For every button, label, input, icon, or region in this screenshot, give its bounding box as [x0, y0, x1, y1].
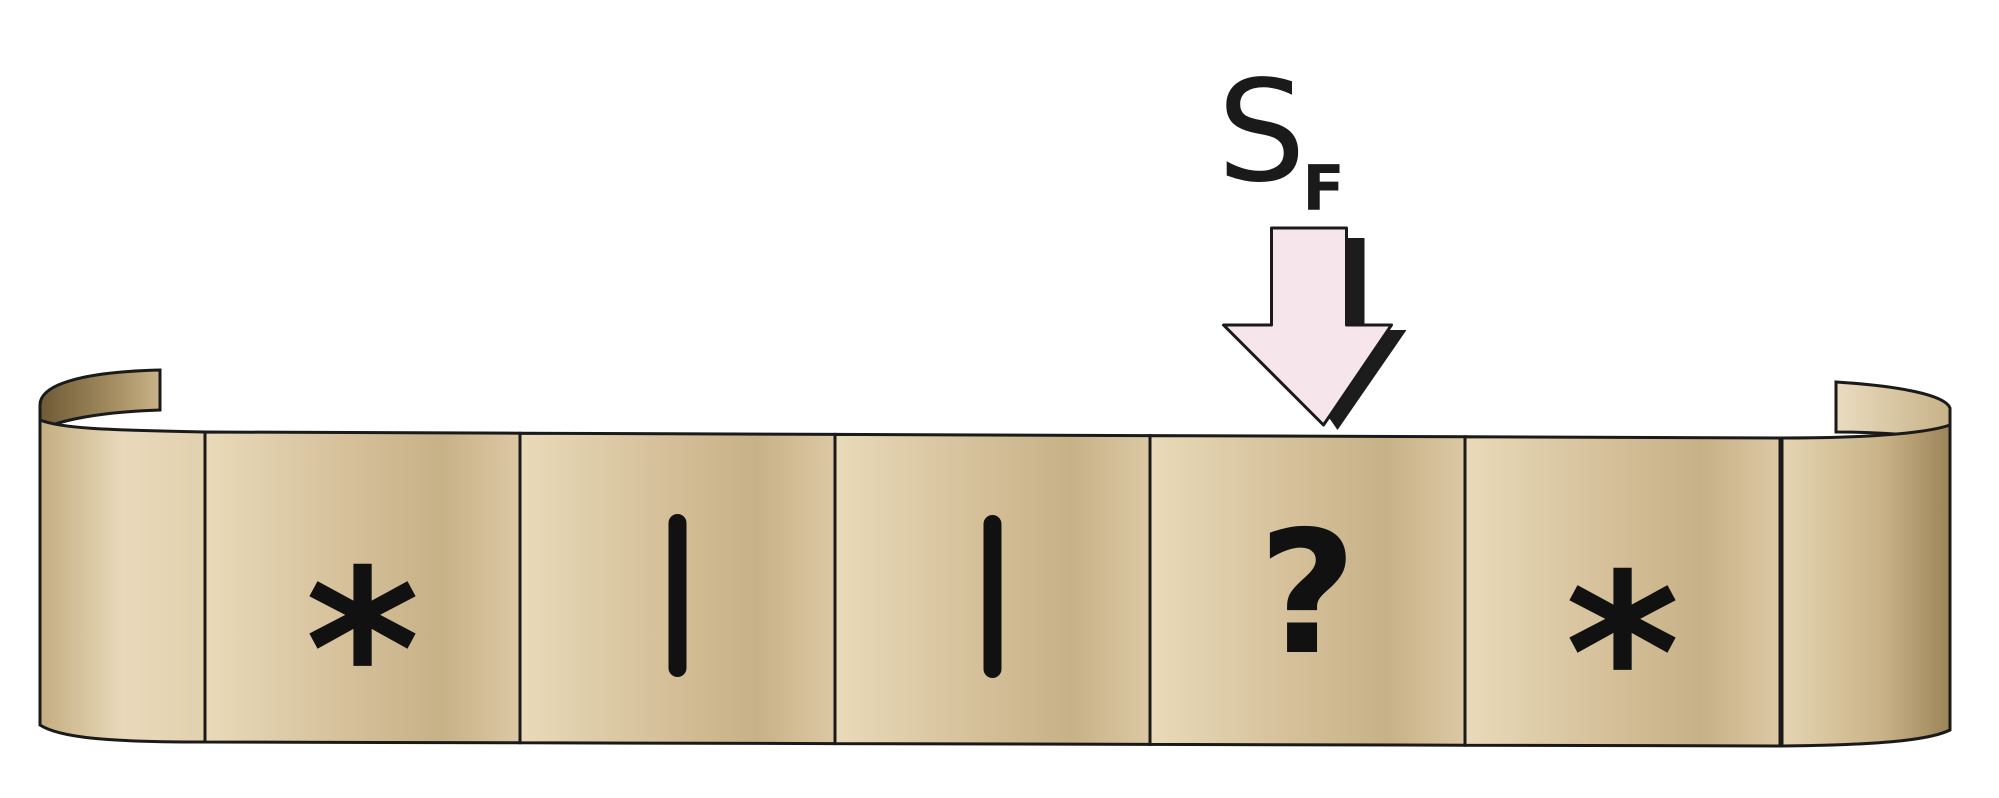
head-state-label: S [1217, 51, 1306, 214]
read-write-head: S F [1217, 51, 1406, 430]
head-state-subscript: F [1302, 152, 1344, 225]
tape-left-curl-front [40, 420, 205, 742]
tape-right-curl-front [1782, 425, 1950, 746]
head-arrow-down-icon [1224, 228, 1392, 425]
tape-left-curl-back [40, 370, 160, 430]
tape-cells: *||?* [205, 432, 1780, 783]
tape-cell-symbol: * [1565, 527, 1680, 783]
tape-cell-symbol: * [305, 523, 420, 779]
tape-cell-symbol: ? [1258, 495, 1357, 693]
